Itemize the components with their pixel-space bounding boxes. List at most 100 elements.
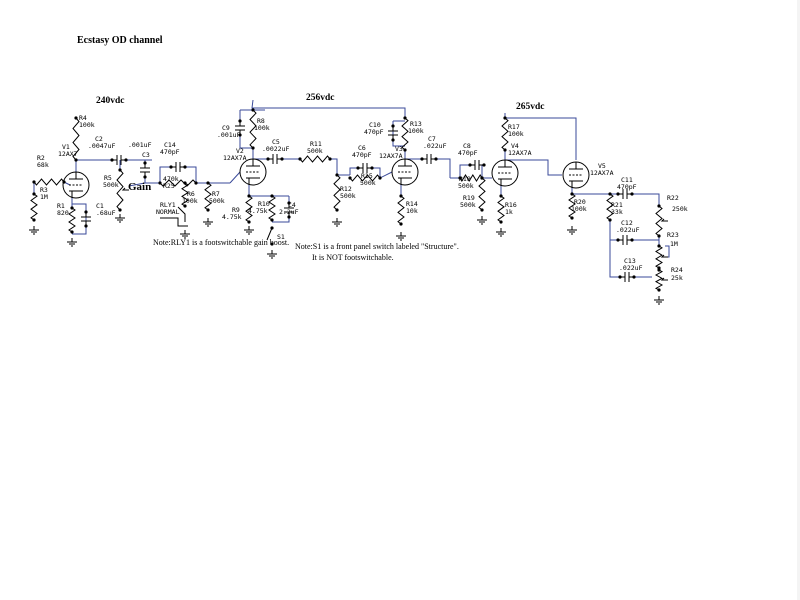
wire: [632, 193, 660, 206]
pot-wiper: [660, 277, 668, 281]
ground-icon: [244, 226, 254, 235]
r17-value: 100k: [508, 130, 524, 138]
junction-dot: [143, 161, 147, 165]
ground-icon: [115, 214, 125, 223]
ground-icon: [567, 226, 577, 235]
rly1-state: NORMAL: [156, 208, 180, 216]
junction-dot: [118, 208, 122, 212]
resistor-r15: [349, 174, 381, 182]
r5-ref: R5: [104, 174, 112, 182]
gain-label: Gain: [128, 181, 151, 193]
junction-dot: [194, 181, 198, 185]
tube-v3: [391, 158, 419, 186]
c5-ref: C5: [272, 138, 280, 146]
v5-ref: V5: [598, 162, 606, 170]
resistor-r13: [401, 117, 409, 151]
junction-dot: [143, 175, 147, 179]
schematic-title: Ecstasy OD channel: [77, 35, 163, 46]
resistor-body: [299, 155, 331, 163]
resistor-body: [268, 195, 276, 221]
junction-dot: [124, 158, 128, 162]
junction-dot: [287, 201, 291, 205]
c6-ref: C6: [358, 144, 366, 152]
supply-label-265: 265vdc: [516, 102, 545, 112]
r7-value: 500k: [209, 197, 225, 205]
tube-v1: [62, 171, 90, 199]
resistor-body: [349, 174, 381, 182]
resistor-r2: [33, 178, 65, 186]
junction-dot: [608, 192, 612, 196]
r16-ref: R16: [505, 201, 517, 209]
v3-type: 12AX7A: [379, 152, 403, 160]
junction-dot: [298, 157, 302, 161]
junction-dot: [32, 180, 36, 184]
supply-label-256: 256vdc: [306, 93, 335, 103]
junction-dot: [434, 157, 438, 161]
c4-ref: C4: [288, 201, 296, 209]
resistor-body: [397, 195, 405, 225]
ground-icon: [203, 218, 213, 227]
junction-dot: [356, 166, 360, 170]
resistor-r10: [268, 195, 276, 221]
ground-icon: [267, 250, 277, 259]
resistor-r1: [68, 207, 76, 233]
r21-ref: R21: [611, 201, 623, 209]
r21-value: 33k: [611, 208, 623, 216]
junction-dot: [62, 180, 66, 184]
junction-dot: [618, 275, 622, 279]
ground-icon: [332, 218, 342, 227]
r15-ref: R15: [361, 172, 373, 180]
junction-dot: [270, 242, 274, 246]
pot-wiper: [660, 254, 668, 258]
wire: [372, 167, 393, 179]
wire: [239, 135, 253, 149]
s1-ref: S1: [277, 233, 285, 241]
junction-dot: [468, 163, 472, 167]
junction-dot: [110, 158, 114, 162]
window-edge: [797, 0, 800, 600]
resistor-body: [33, 178, 65, 186]
resistor-body: [72, 117, 80, 161]
junction-dot: [118, 168, 122, 172]
junction-dot: [482, 163, 486, 167]
junction-dot: [238, 133, 242, 137]
capacitor-c3: [140, 163, 150, 177]
resistor-body: [159, 179, 197, 187]
r25-value: 470k: [163, 175, 179, 183]
r22-value: 250k: [672, 205, 688, 213]
capacitor-c6: [358, 163, 372, 173]
c3-value: .001uF: [128, 141, 152, 149]
junction-dot: [403, 148, 407, 152]
wire: [436, 158, 451, 178]
resistor-body: [478, 177, 486, 211]
r2-value: 68k: [37, 161, 49, 169]
resistor-body: [30, 193, 38, 221]
junction-dot: [399, 222, 403, 226]
v5-type: 12AX7A: [590, 169, 614, 177]
junction-dot: [503, 148, 507, 152]
junction-dot: [247, 194, 251, 198]
resistor-r14: [397, 195, 405, 225]
junction-dot: [616, 238, 620, 242]
junction-dot: [183, 181, 187, 185]
resistor-r6: [181, 182, 189, 207]
junction-dot: [657, 268, 661, 272]
resistor-r21: [606, 193, 614, 221]
r1-ref: R1: [57, 202, 65, 210]
r15-value: 500k: [360, 179, 376, 187]
junction-dot: [420, 157, 424, 161]
c9-ref: C9: [222, 124, 230, 132]
c1-ref: C1: [96, 202, 104, 210]
wire: [159, 166, 171, 183]
junction-dot: [32, 218, 36, 222]
capacitor-c12: [618, 235, 632, 245]
v1-ref: V1: [62, 143, 70, 151]
junction-dot: [657, 234, 661, 238]
r23-value: 1M: [670, 240, 678, 248]
capacitor-c7: [422, 154, 436, 164]
c13-value: .022uF: [619, 264, 643, 272]
junction-dot: [399, 194, 403, 198]
resistor-r4: [72, 117, 80, 161]
r19-ref: R19: [463, 194, 475, 202]
